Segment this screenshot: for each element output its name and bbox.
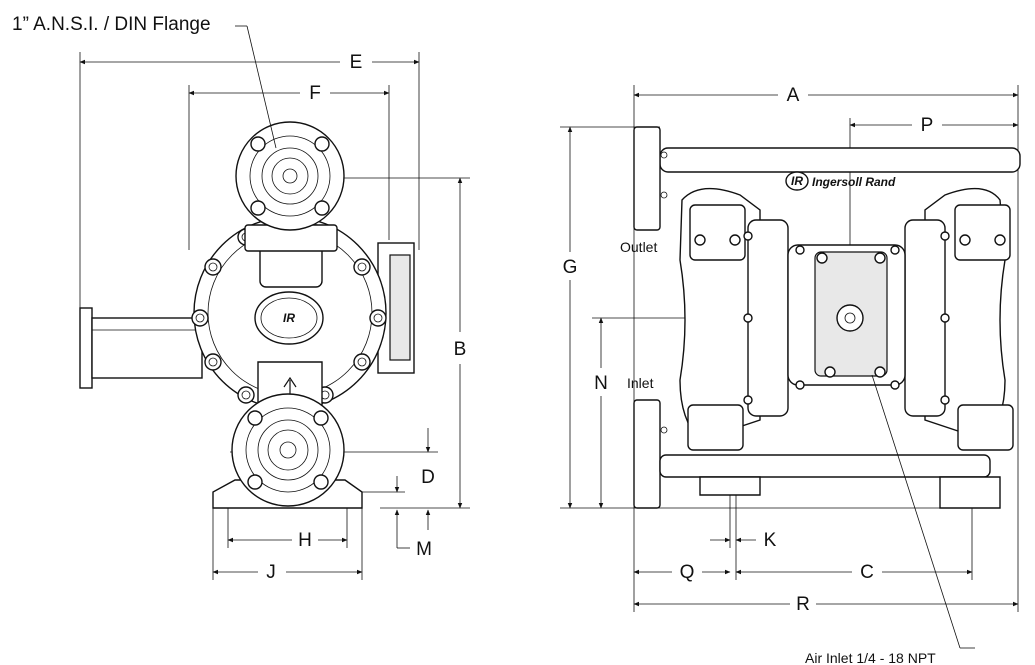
dim-R-label: R bbox=[796, 594, 810, 615]
side-view: IR bbox=[12, 14, 470, 583]
dim-H-label: H bbox=[298, 530, 312, 551]
flange-callout: 1” A.N.S.I. / DIN Flange bbox=[12, 14, 211, 35]
air-inlet-callout: Air Inlet 1/4 - 18 NPT bbox=[805, 650, 936, 665]
dim-C-label: C bbox=[860, 562, 874, 583]
inlet-label: Inlet bbox=[627, 375, 654, 391]
dim-M-label: M bbox=[416, 539, 432, 560]
dim-K-label: K bbox=[764, 530, 777, 551]
dim-J-label: J bbox=[266, 562, 276, 583]
top-flange bbox=[235, 121, 345, 231]
front-view: IR Ingersoll Rand Outlet Inlet Air Inlet… bbox=[560, 85, 1021, 665]
diaphragm-bolts bbox=[743, 231, 950, 405]
dim-G-label: G bbox=[563, 257, 578, 278]
dim-F-label: F bbox=[309, 83, 321, 104]
dim-D-label: D bbox=[421, 467, 435, 488]
bottom-flange bbox=[212, 393, 363, 509]
brand-name: Ingersoll Rand bbox=[812, 175, 896, 189]
dim-E-label: E bbox=[350, 52, 363, 73]
side-logo-text: IR bbox=[283, 311, 295, 325]
brand-logo: IR Ingersoll Rand bbox=[785, 171, 896, 191]
dim-Q-label: Q bbox=[680, 562, 695, 583]
dim-A-label: A bbox=[787, 85, 800, 106]
outlet-label: Outlet bbox=[620, 239, 657, 255]
brand-logo-letters: IR bbox=[791, 174, 803, 188]
dim-P-label: P bbox=[921, 115, 934, 136]
dim-N-label: N bbox=[594, 373, 608, 394]
dim-B-label: B bbox=[454, 339, 467, 360]
